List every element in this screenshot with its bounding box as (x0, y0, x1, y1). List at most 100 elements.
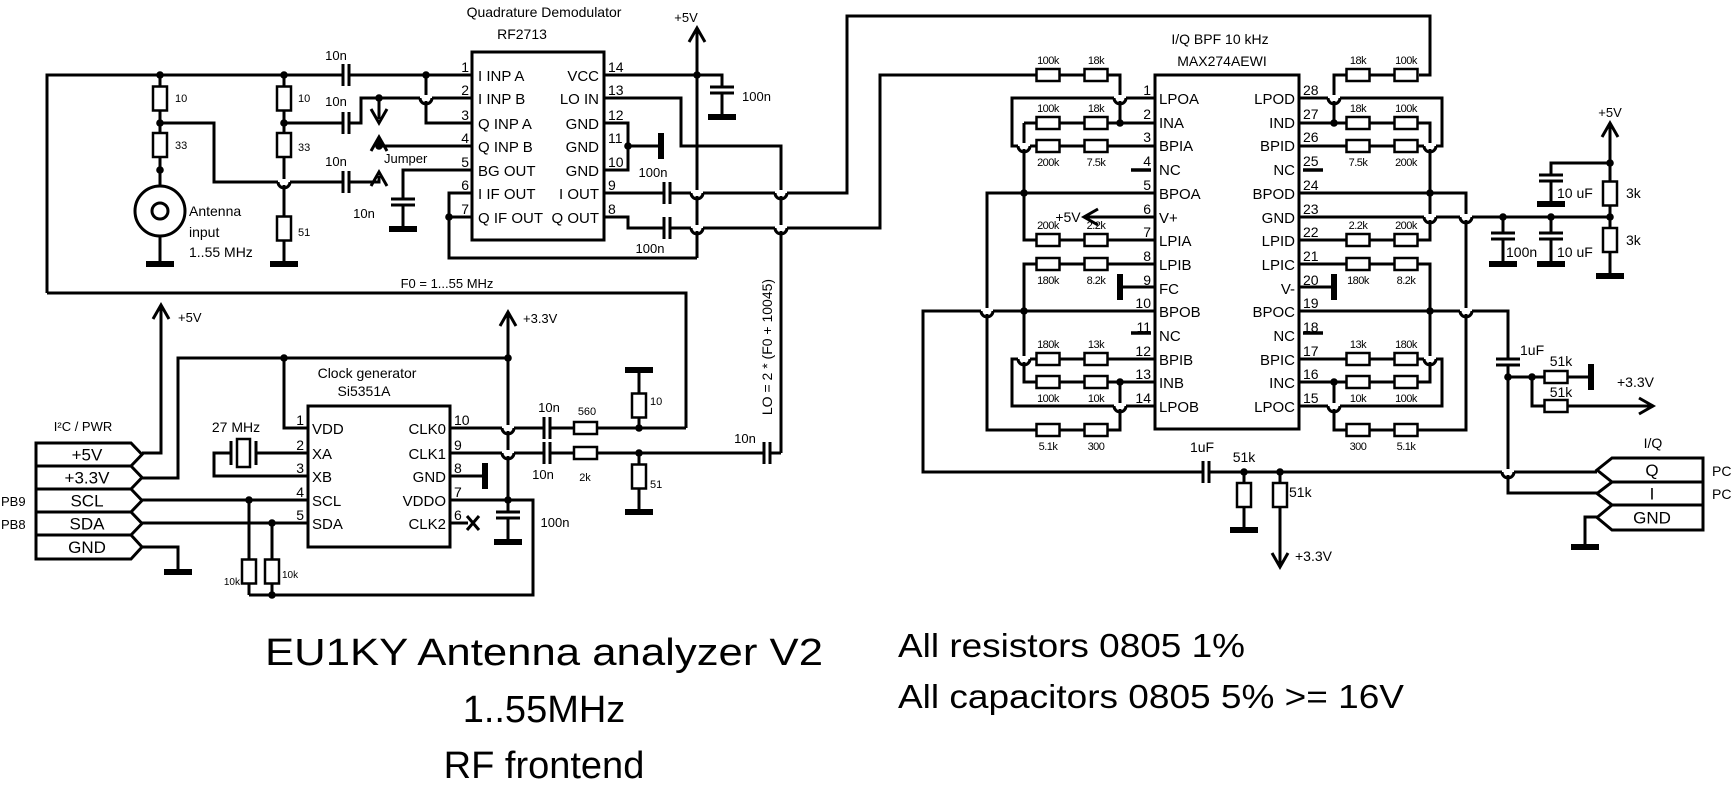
junction-dot (1020, 189, 1028, 197)
resistor-symbol (1393, 374, 1419, 390)
pin-number: 3 (461, 107, 469, 123)
pin-number: 7 (1143, 224, 1151, 240)
capacitor-symbol (496, 510, 520, 520)
pin-number: 17 (1303, 343, 1319, 359)
wire (1299, 191, 1468, 432)
label: +3.3V (1617, 374, 1655, 390)
pin-number: 24 (1303, 177, 1319, 193)
resistor-symbol (630, 463, 648, 490)
label: +5V (178, 310, 202, 325)
pin-number: 22 (1303, 224, 1319, 240)
resistor-symbol (1345, 232, 1371, 248)
junction-dot (1606, 213, 1614, 221)
pin-number: 4 (1143, 153, 1151, 169)
wire-crossing (1500, 471, 1516, 480)
label: 18k (1088, 55, 1105, 67)
power-arrow-icon (1638, 396, 1657, 416)
capacitor-gap (1549, 175, 1553, 181)
label: LO = 2 * (F0 + 10045) (759, 279, 775, 415)
pin-name: CLK0 (408, 421, 446, 438)
label: 100k (1395, 55, 1418, 67)
pin-number: 7 (461, 201, 469, 217)
capacitor-gap (401, 199, 405, 205)
capacitor-gap (720, 87, 724, 93)
label: 2.2k (1087, 220, 1107, 232)
wire-crossing (276, 181, 292, 190)
label: 1uF (1520, 342, 1544, 358)
wire (1022, 123, 1155, 242)
label: 7.5k (1087, 157, 1107, 169)
label: +5V (1055, 209, 1081, 225)
wire (142, 305, 163, 455)
wire-crossing (418, 97, 434, 106)
power-arrow-icon (1600, 119, 1620, 138)
label: 13k (1350, 339, 1367, 351)
pin-name: I IF OUT (478, 186, 536, 203)
label: PB8 (1, 517, 26, 532)
pin-number: 8 (1143, 248, 1151, 264)
connector-pin-label: SCL (70, 492, 103, 511)
pin-name: BPOB (1159, 304, 1201, 321)
junction-dot (504, 354, 512, 362)
label: input (189, 224, 219, 240)
label: 10 (175, 93, 187, 105)
label: 100n (742, 89, 771, 104)
resistor-symbol (1601, 180, 1619, 207)
pin-name: GND (1262, 210, 1296, 227)
wire (1549, 161, 1610, 204)
capacitor-gap (664, 226, 670, 230)
pin-name: BPOA (1159, 186, 1201, 203)
pin-number: 23 (1303, 201, 1319, 217)
label: 10k (282, 570, 299, 581)
pin-name: SDA (312, 516, 343, 533)
capacitor-gap (343, 121, 349, 125)
pin-name: CLK2 (408, 516, 446, 533)
resistor-symbol (1035, 115, 1061, 131)
capacitor-gap (1203, 470, 1209, 474)
connector-pin (34, 464, 145, 491)
resistor-symbol (1543, 398, 1569, 414)
capacitor-symbol (1496, 357, 1520, 367)
label: 100n (1506, 244, 1537, 260)
pin-name: LO IN (560, 91, 599, 108)
pin-number: 6 (461, 177, 469, 193)
power-arrow-icon (687, 24, 707, 43)
pin-name: Q OUT (552, 210, 600, 227)
pin-name: GND (566, 139, 600, 156)
pin-number: 5 (296, 507, 304, 523)
wire (142, 545, 180, 572)
label: Quadrature Demodulator (467, 4, 622, 20)
junction-dot (1528, 373, 1536, 381)
pin-name: BPIA (1159, 138, 1193, 155)
pin-number: 5 (1143, 177, 1151, 193)
junction-dot (1606, 159, 1614, 167)
pin-number: 10 (1135, 295, 1151, 311)
label: RF2713 (497, 26, 547, 42)
pin-name: BPID (1260, 138, 1295, 155)
resistor-symbol (1393, 422, 1419, 438)
demodulator-ic (470, 50, 606, 242)
label: Clock generator (318, 365, 417, 381)
resistor-symbol (1601, 226, 1619, 254)
pin-name: LPIB (1159, 257, 1192, 274)
wire (604, 73, 724, 117)
junction-dot (1330, 378, 1338, 386)
wire-crossing (1326, 405, 1342, 414)
pin-number: 11 (1136, 319, 1151, 335)
label: 51k (1289, 484, 1313, 500)
junction-dot (280, 119, 288, 127)
resistor-symbol (1393, 232, 1419, 248)
pin-number: 16 (1303, 366, 1319, 382)
pin-name: LPIC (1262, 257, 1296, 274)
label: 18k (1088, 103, 1105, 115)
pin-name: VCC (567, 68, 599, 85)
junction-dot (1240, 468, 1248, 476)
label: MAX274AEWI (1177, 53, 1266, 69)
power-arrow-icon (1080, 207, 1099, 227)
label: 10n (532, 467, 554, 482)
pin-number: 20 (1303, 272, 1319, 288)
resistor-symbol (1083, 422, 1109, 438)
label: +3.3V (1295, 548, 1333, 564)
pin-number: 25 (1303, 153, 1319, 169)
